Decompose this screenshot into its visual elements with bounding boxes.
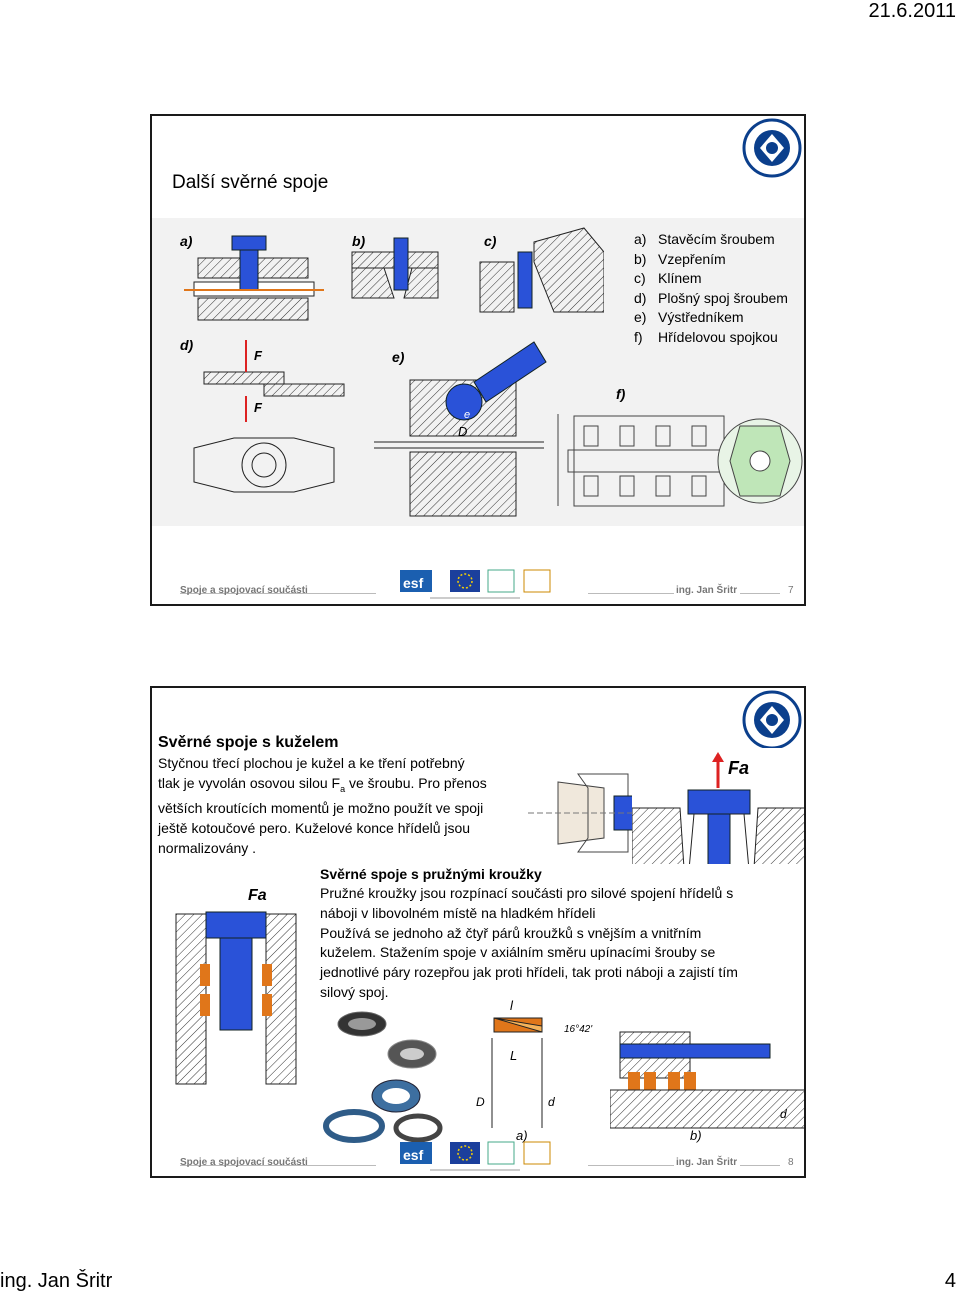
- slide-title: Svěrné spoje s kuželem: [158, 734, 339, 751]
- section-subtitle: Svěrné spoje s pružnými kroužky: [320, 866, 542, 882]
- label-a: a): [516, 1128, 528, 1143]
- ring-assembly-drawing: d b): [610, 988, 804, 1146]
- footer-course: Spoje a spojovací součásti: [180, 585, 308, 596]
- length-label: l: [510, 998, 514, 1013]
- list-item: e)Výstředníkem: [634, 309, 744, 326]
- cone-description: Styčnou třecí plochou je kužel a ke třen…: [158, 755, 487, 856]
- force-label: F: [254, 400, 263, 415]
- outer-diameter-label: D: [476, 1095, 485, 1109]
- eu-funding-logos-icon: esf: [400, 1141, 551, 1171]
- angle-label: 16°42': [564, 1024, 593, 1035]
- slide-7: Další svěrné spoje a)Stavěcím šroubem b)…: [150, 114, 806, 606]
- shaft-coupling-drawing: [557, 414, 803, 507]
- svg-text:esf: esf: [403, 575, 424, 591]
- label-b: b): [690, 1128, 702, 1143]
- slide-title: Další svěrné spoje: [172, 172, 329, 193]
- diameter-label: d: [780, 1107, 787, 1121]
- axial-force-label: Fa: [248, 887, 267, 904]
- list-item: f)Hřídelovou spojkou: [634, 328, 778, 345]
- slide-8: Svěrné spoje s kuželem Styčnou třecí plo…: [150, 686, 806, 1178]
- clamp-joints-drawing: a) b) c) d) F F e) D e: [180, 227, 604, 517]
- label-d: d): [180, 337, 194, 353]
- footer-course: Spoje a spojovací součásti: [180, 1157, 308, 1168]
- length-label: L: [510, 1048, 517, 1063]
- label-f: f): [616, 386, 626, 402]
- footer-author: ing. Jan Šritr: [676, 1157, 738, 1168]
- slide-header: [152, 116, 804, 218]
- rings-description: Pružné kroužky jsou rozpínací součásti p…: [320, 885, 738, 1000]
- list-item: b)Vzepřením: [634, 250, 726, 267]
- slide-number: 7: [788, 585, 794, 596]
- label-c: c): [484, 233, 497, 249]
- rings-text-bg: [318, 864, 804, 1006]
- eccentricity-label: e: [464, 409, 470, 421]
- axial-force-label: Fa: [728, 758, 749, 778]
- ring-set-photo: [322, 1004, 448, 1146]
- page-footer-author: ing. Jan Šritr: [0, 1270, 113, 1292]
- school-logo-icon: [742, 690, 802, 750]
- elastic-ring-bolt-drawing: Fa: [156, 884, 316, 1112]
- ring-section-drawing: l L 16°42' D d a): [466, 988, 610, 1146]
- cone-end-drawing: [518, 768, 648, 860]
- list-item: a)Stavěcím šroubem: [634, 231, 775, 247]
- school-logo-icon: [742, 118, 802, 178]
- footer-author: ing. Jan Šritr: [676, 585, 738, 596]
- force-label: F: [254, 348, 263, 363]
- label-e: e): [392, 349, 405, 365]
- slide-number: 8: [788, 1157, 794, 1168]
- list-item: d)Plošný spoj šroubem: [634, 289, 788, 306]
- print-date: 21.6.2011: [868, 0, 957, 22]
- eu-funding-logos-icon: esf: [400, 569, 551, 599]
- inner-diameter-label: d: [548, 1095, 555, 1109]
- svg-text:esf: esf: [403, 1147, 424, 1163]
- label-a: a): [180, 233, 193, 249]
- diameter-label: D: [458, 424, 467, 439]
- method-list: a)Stavěcím šroubem b)Vzepřením c)Klínem …: [634, 230, 788, 348]
- list-item: c)Klínem: [634, 270, 702, 287]
- label-b: b): [352, 233, 366, 249]
- page-number: 4: [944, 1270, 956, 1292]
